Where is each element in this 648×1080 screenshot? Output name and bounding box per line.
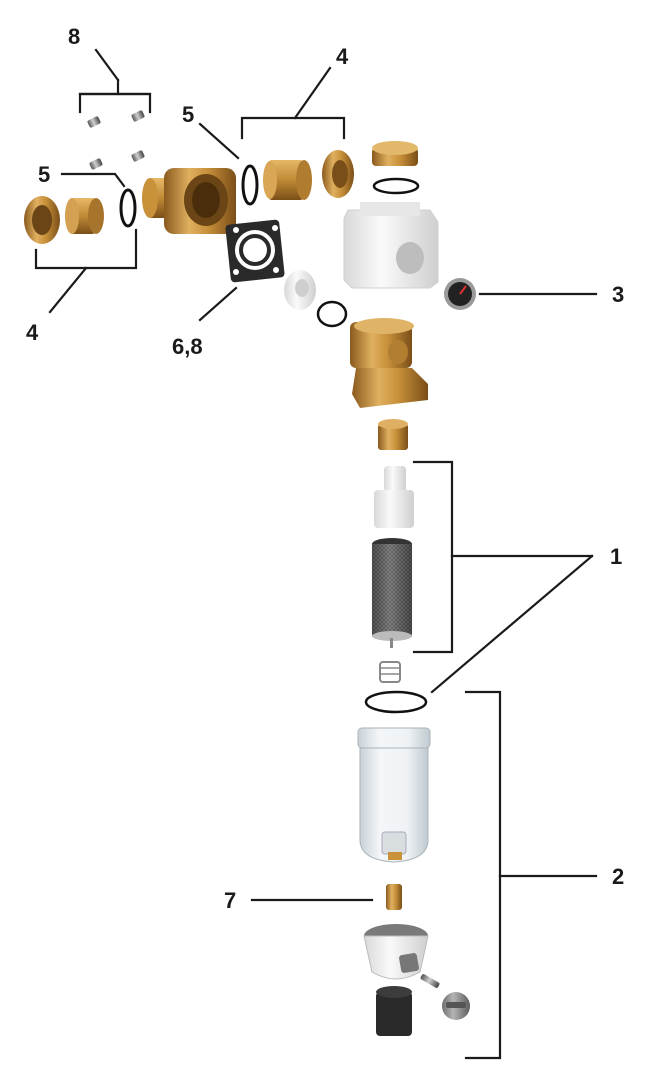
label-top-oring: 5 bbox=[182, 102, 194, 127]
brass-nipple bbox=[378, 419, 408, 450]
black-hose-adapter bbox=[376, 986, 412, 1036]
flange-bolts bbox=[87, 110, 145, 170]
label-drain-fitting: 7 bbox=[224, 888, 236, 913]
label-pressure-gauge: 3 bbox=[612, 282, 624, 307]
leader-lines bbox=[34, 48, 598, 1060]
callout-labels: 8 4 5 5 4 6,8 3 1 2 7 bbox=[26, 24, 624, 913]
label-left-oring: 5 bbox=[38, 162, 50, 187]
white-spacer bbox=[284, 270, 316, 310]
drain-fitting bbox=[386, 884, 402, 910]
connection-housing bbox=[142, 168, 236, 234]
brass-cap bbox=[372, 141, 418, 166]
label-right-union: 4 bbox=[336, 44, 349, 69]
white-inner-tube bbox=[374, 466, 414, 528]
spacer-oring bbox=[316, 300, 348, 328]
left-threaded-tail bbox=[65, 198, 104, 234]
pressure-gauge bbox=[444, 278, 476, 310]
spring bbox=[379, 661, 401, 683]
drain-knob bbox=[442, 992, 470, 1020]
label-filter-insert: 1 bbox=[610, 544, 622, 569]
bowl-oring bbox=[364, 690, 428, 714]
clear-filter-bowl bbox=[357, 727, 431, 863]
right-threaded-tail bbox=[263, 160, 312, 200]
label-flange-gasket: 6,8 bbox=[172, 334, 203, 359]
drain-cup bbox=[363, 924, 429, 980]
drain-valve-pin bbox=[420, 974, 440, 988]
white-housing-cover bbox=[343, 202, 439, 289]
right-union-nut bbox=[322, 150, 354, 198]
left-union-nut bbox=[24, 196, 60, 244]
top-oring bbox=[241, 164, 259, 206]
mesh-filter-cartridge bbox=[372, 538, 412, 648]
flange-gasket bbox=[225, 219, 285, 283]
label-left-union: 4 bbox=[26, 320, 39, 345]
cap-oring bbox=[372, 177, 420, 195]
brass-filter-head bbox=[350, 318, 428, 408]
left-oring bbox=[119, 188, 137, 228]
label-top-bolts: 8 bbox=[68, 24, 80, 49]
label-filter-bowl: 2 bbox=[612, 864, 624, 889]
